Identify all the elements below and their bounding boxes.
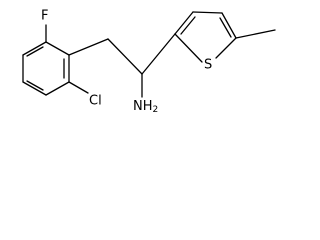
- ring-bond-1: [45, 41, 70, 56]
- ch2-to-ch-bond: [107, 38, 143, 75]
- thiophene-double-bond-2: [219, 17, 232, 38]
- amine-label: NH2: [133, 99, 158, 116]
- ring-double-bond-2: [26, 80, 44, 91]
- thiophene-bond-s-c2: [174, 33, 203, 63]
- sulfur-label: S: [204, 58, 212, 73]
- thiophene-bond-c2-c3: [174, 11, 194, 35]
- thiophene-bond-c5-s: [215, 37, 237, 59]
- ring-to-ch2-bond: [68, 38, 109, 56]
- benzene-ring: [22, 41, 70, 96]
- thiophene-bond-c4-c5: [221, 12, 237, 39]
- thiophene-double-bond-1: [180, 16, 196, 35]
- ring-double-bond-3: [26, 46, 44, 57]
- chlorine-label: Cl: [89, 94, 102, 109]
- amine-main: NH: [133, 99, 153, 114]
- thiophene-ring: [174, 11, 237, 63]
- ring-bond-6: [22, 41, 47, 56]
- c-cl-bond: [68, 81, 89, 94]
- thiophene-bond-c3-c4: [192, 11, 223, 14]
- ring-bond-3: [45, 81, 70, 96]
- ring-bond-4: [22, 81, 47, 96]
- ch-to-thiophene-bond: [141, 33, 176, 75]
- amine-subscript: 2: [153, 105, 159, 115]
- methyl-bond: [235, 29, 276, 39]
- fluorine-label: F: [41, 9, 48, 24]
- structural-formula: F Cl NH2 S: [22, 9, 276, 116]
